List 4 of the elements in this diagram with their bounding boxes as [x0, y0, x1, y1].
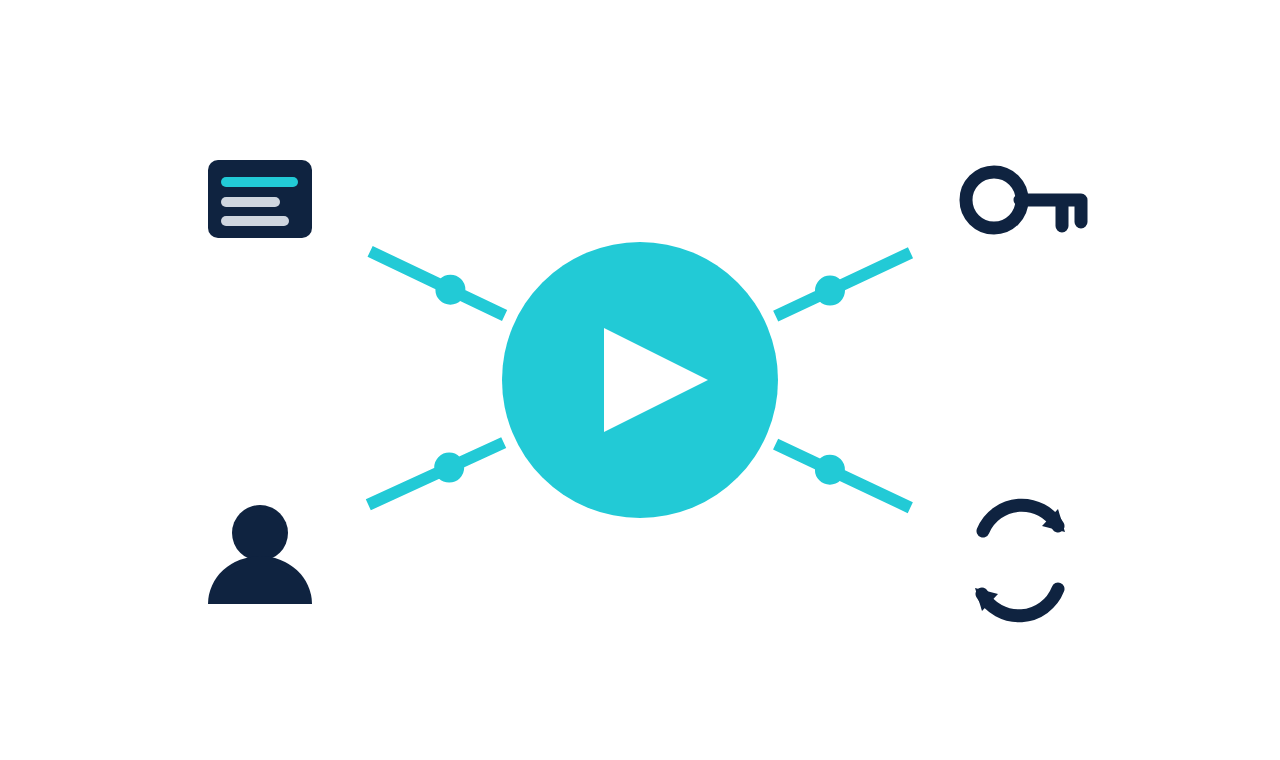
- play-icon: [502, 242, 778, 518]
- key-icon: [958, 164, 1089, 235]
- person-icon: [208, 505, 312, 604]
- text-card-icon: [208, 160, 312, 238]
